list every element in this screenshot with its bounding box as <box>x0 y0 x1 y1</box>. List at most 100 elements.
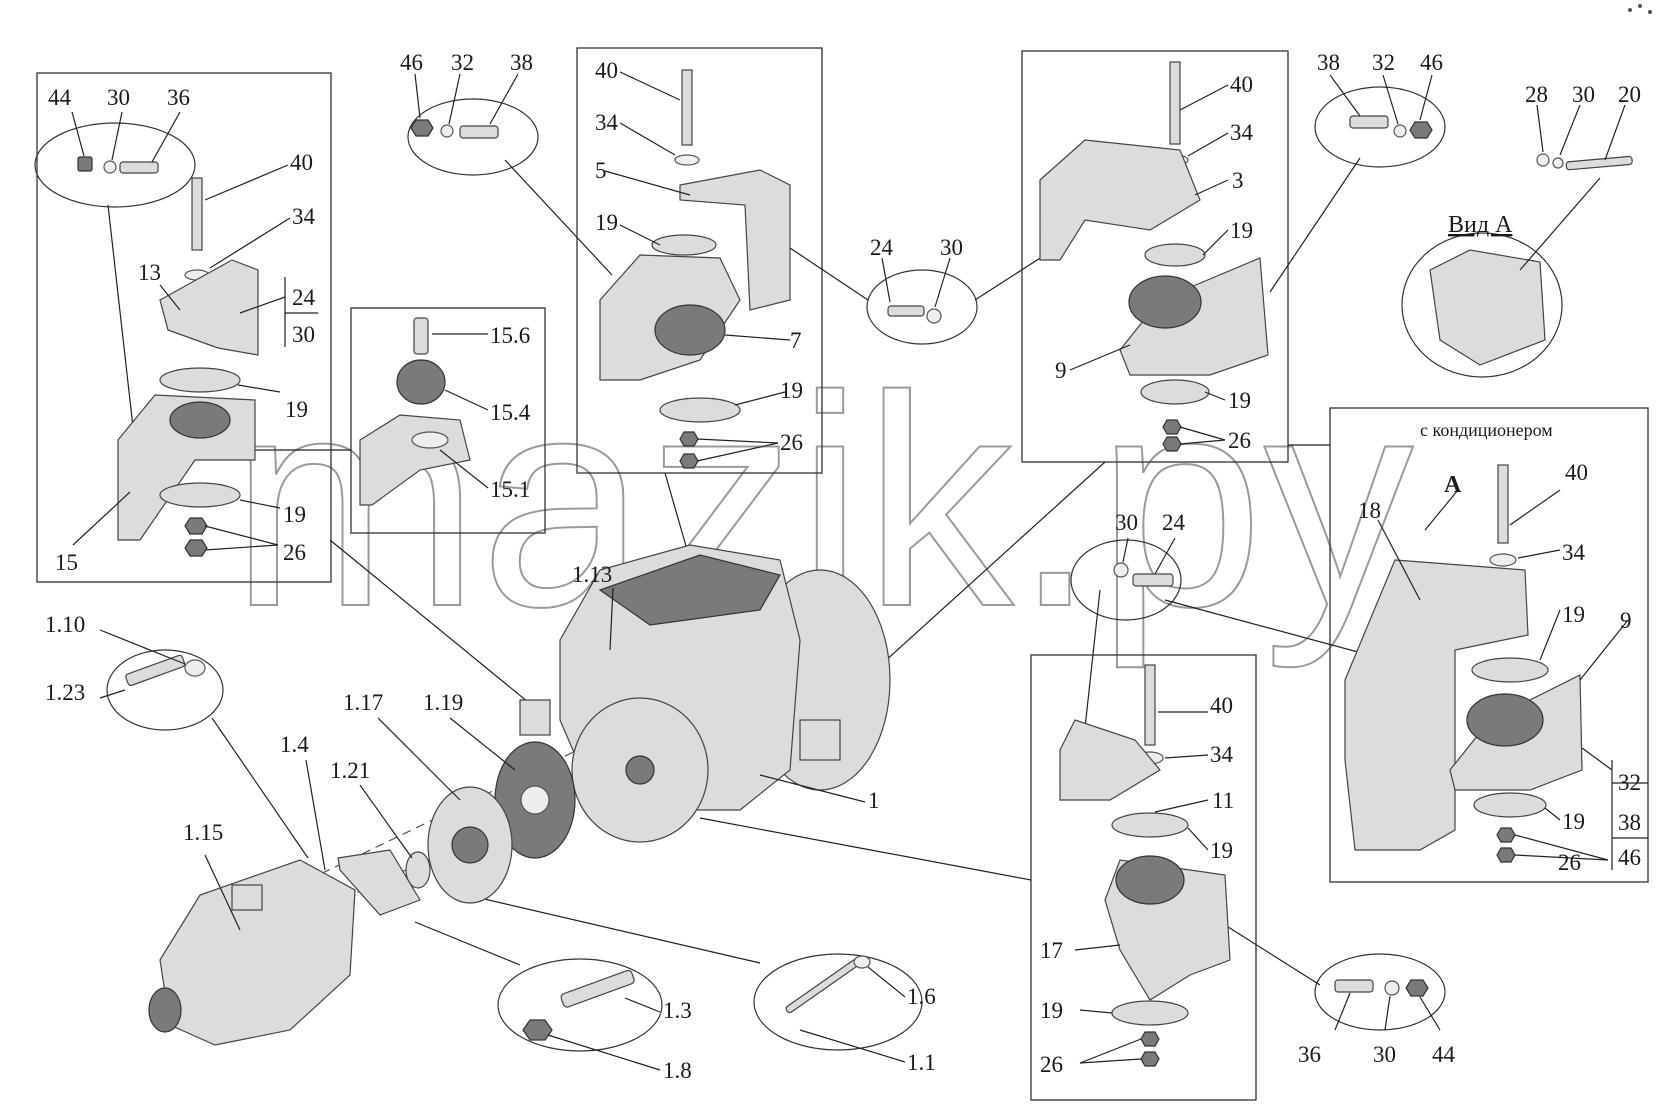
ellipse-fasteners-bb <box>1314 953 1446 1031</box>
frame-rear-right-mount <box>1021 50 1289 463</box>
label-24-br: 24 <box>1162 510 1186 535</box>
arrow-label-a: А <box>1444 472 1462 498</box>
label-26-mc: 26 <box>780 430 803 455</box>
label-19b: 19 <box>283 502 306 527</box>
label-19a-rc: 19 <box>1230 218 1253 243</box>
bolt-36-bb <box>1334 979 1374 993</box>
nut-26b <box>184 539 208 557</box>
label-leaders <box>71 71 1648 1071</box>
mid-fasteners <box>887 305 942 324</box>
view-a-bracket <box>1429 249 1546 366</box>
ellipse-fasteners-tc <box>407 98 539 176</box>
washer-28 <box>1536 153 1550 167</box>
label-30-bb: 30 <box>1373 1042 1396 1067</box>
frame-front-left-mount <box>36 72 332 583</box>
ellipse-gearbox-bolt <box>106 649 224 731</box>
part-labels: 44 30 36 40 34 13 24 30 19 15 19 26 15.6… <box>45 50 1641 1083</box>
front-left-mount-parts <box>77 156 259 557</box>
bracket-18 <box>1344 559 1529 851</box>
label-19a-mc: 19 <box>595 210 618 235</box>
label-15-4: 15.4 <box>490 400 531 425</box>
nut-26-ac-a <box>1496 827 1516 843</box>
pad-19-ac-lower <box>1473 792 1547 818</box>
label-32-ac: 32 <box>1618 770 1641 795</box>
bolt-40-mc <box>681 69 693 146</box>
clutch-disc-hub <box>520 785 550 815</box>
label-19b-mc: 19 <box>780 378 803 403</box>
label-30-br: 30 <box>1115 510 1138 535</box>
ellipse-fasteners-br <box>1070 539 1182 621</box>
front-right-mount-parts <box>599 69 791 469</box>
pad-19-br-upper <box>1111 812 1189 838</box>
bolt-1-1 <box>785 956 863 1014</box>
label-1-3: 1.3 <box>663 998 692 1023</box>
label-1: 1 <box>868 788 880 813</box>
ellipse-clutch-bolt <box>753 953 923 1051</box>
label-38-ac: 38 <box>1618 810 1641 835</box>
engine-rear-bracket <box>799 719 841 761</box>
washer-1-6 <box>853 955 871 969</box>
label-40-br: 40 <box>1210 693 1233 718</box>
label-1-17: 1.17 <box>343 690 383 715</box>
bottom-right-mount-parts <box>1059 562 1429 1067</box>
bracket-11 <box>1059 719 1161 801</box>
clutch-gearbox-assembly <box>148 741 576 1046</box>
label-30: 30 <box>107 85 130 110</box>
washer-1-10 <box>184 659 206 677</box>
pad-19-lower <box>159 482 241 508</box>
label-26-br: 26 <box>1040 1052 1063 1077</box>
bolt-40-rc <box>1169 61 1181 145</box>
washer-30-bb <box>1384 980 1400 996</box>
label-1-23: 1.23 <box>45 680 85 705</box>
label-19b-rc: 19 <box>1228 388 1251 413</box>
label-40: 40 <box>290 150 313 175</box>
label-40-rc: 40 <box>1230 72 1253 97</box>
cushion-9-ac <box>1466 693 1544 747</box>
bolt-40 <box>191 177 203 251</box>
ellipse-fasteners-tr <box>1314 86 1446 168</box>
label-34-rc: 34 <box>1230 120 1254 145</box>
label-46-ac: 46 <box>1618 845 1641 870</box>
gearbox-output-flange <box>148 987 182 1033</box>
nut-26-rc-b <box>1162 436 1182 452</box>
rear-right-mount-parts <box>1039 61 1269 452</box>
engine-front-bracket <box>519 699 551 736</box>
corner-mark <box>1628 4 1652 14</box>
label-13: 13 <box>138 260 161 285</box>
label-1-4: 1.4 <box>280 732 309 757</box>
nut-26-rc-a <box>1162 419 1182 435</box>
label-18-ac: 18 <box>1358 498 1381 523</box>
label-36-bb: 36 <box>1298 1042 1321 1067</box>
label-44: 44 <box>48 85 72 110</box>
label-3-rc: 3 <box>1232 168 1244 193</box>
label-24: 24 <box>292 285 316 310</box>
bolt-40-ac <box>1497 464 1509 544</box>
bracket-hole <box>411 431 449 449</box>
bolt-1-23 <box>125 654 186 687</box>
bolt-20 <box>1565 155 1633 171</box>
label-1-6: 1.6 <box>907 984 936 1009</box>
label-38-tr: 38 <box>1317 50 1340 75</box>
label-30b: 30 <box>292 322 315 347</box>
label-32-tr: 32 <box>1372 50 1395 75</box>
cushion-17 <box>1115 855 1185 905</box>
label-19a: 19 <box>285 397 308 422</box>
gearbox-fasteners <box>125 654 871 1041</box>
label-34-mc: 34 <box>595 110 619 135</box>
frame-rear-left-mount <box>1030 654 1257 1101</box>
label-17-br: 17 <box>1040 938 1063 963</box>
bolt-38-tc <box>459 125 499 139</box>
label-30-mid: 30 <box>940 235 963 260</box>
bracket-13 <box>159 259 259 356</box>
label-1-19: 1.19 <box>423 690 463 715</box>
washer-30 <box>103 160 117 174</box>
label-1-15: 1.15 <box>183 820 223 845</box>
washer-32-tc <box>440 124 454 138</box>
washer-30-fr <box>1552 157 1564 169</box>
label-19a-ac: 19 <box>1562 602 1585 627</box>
label-40-mc: 40 <box>595 58 618 83</box>
label-7-mc: 7 <box>790 328 802 353</box>
nut-26-br-a <box>1140 1031 1160 1047</box>
ac-caption: с кондиционером <box>1420 420 1553 440</box>
label-46-tc: 46 <box>400 50 423 75</box>
